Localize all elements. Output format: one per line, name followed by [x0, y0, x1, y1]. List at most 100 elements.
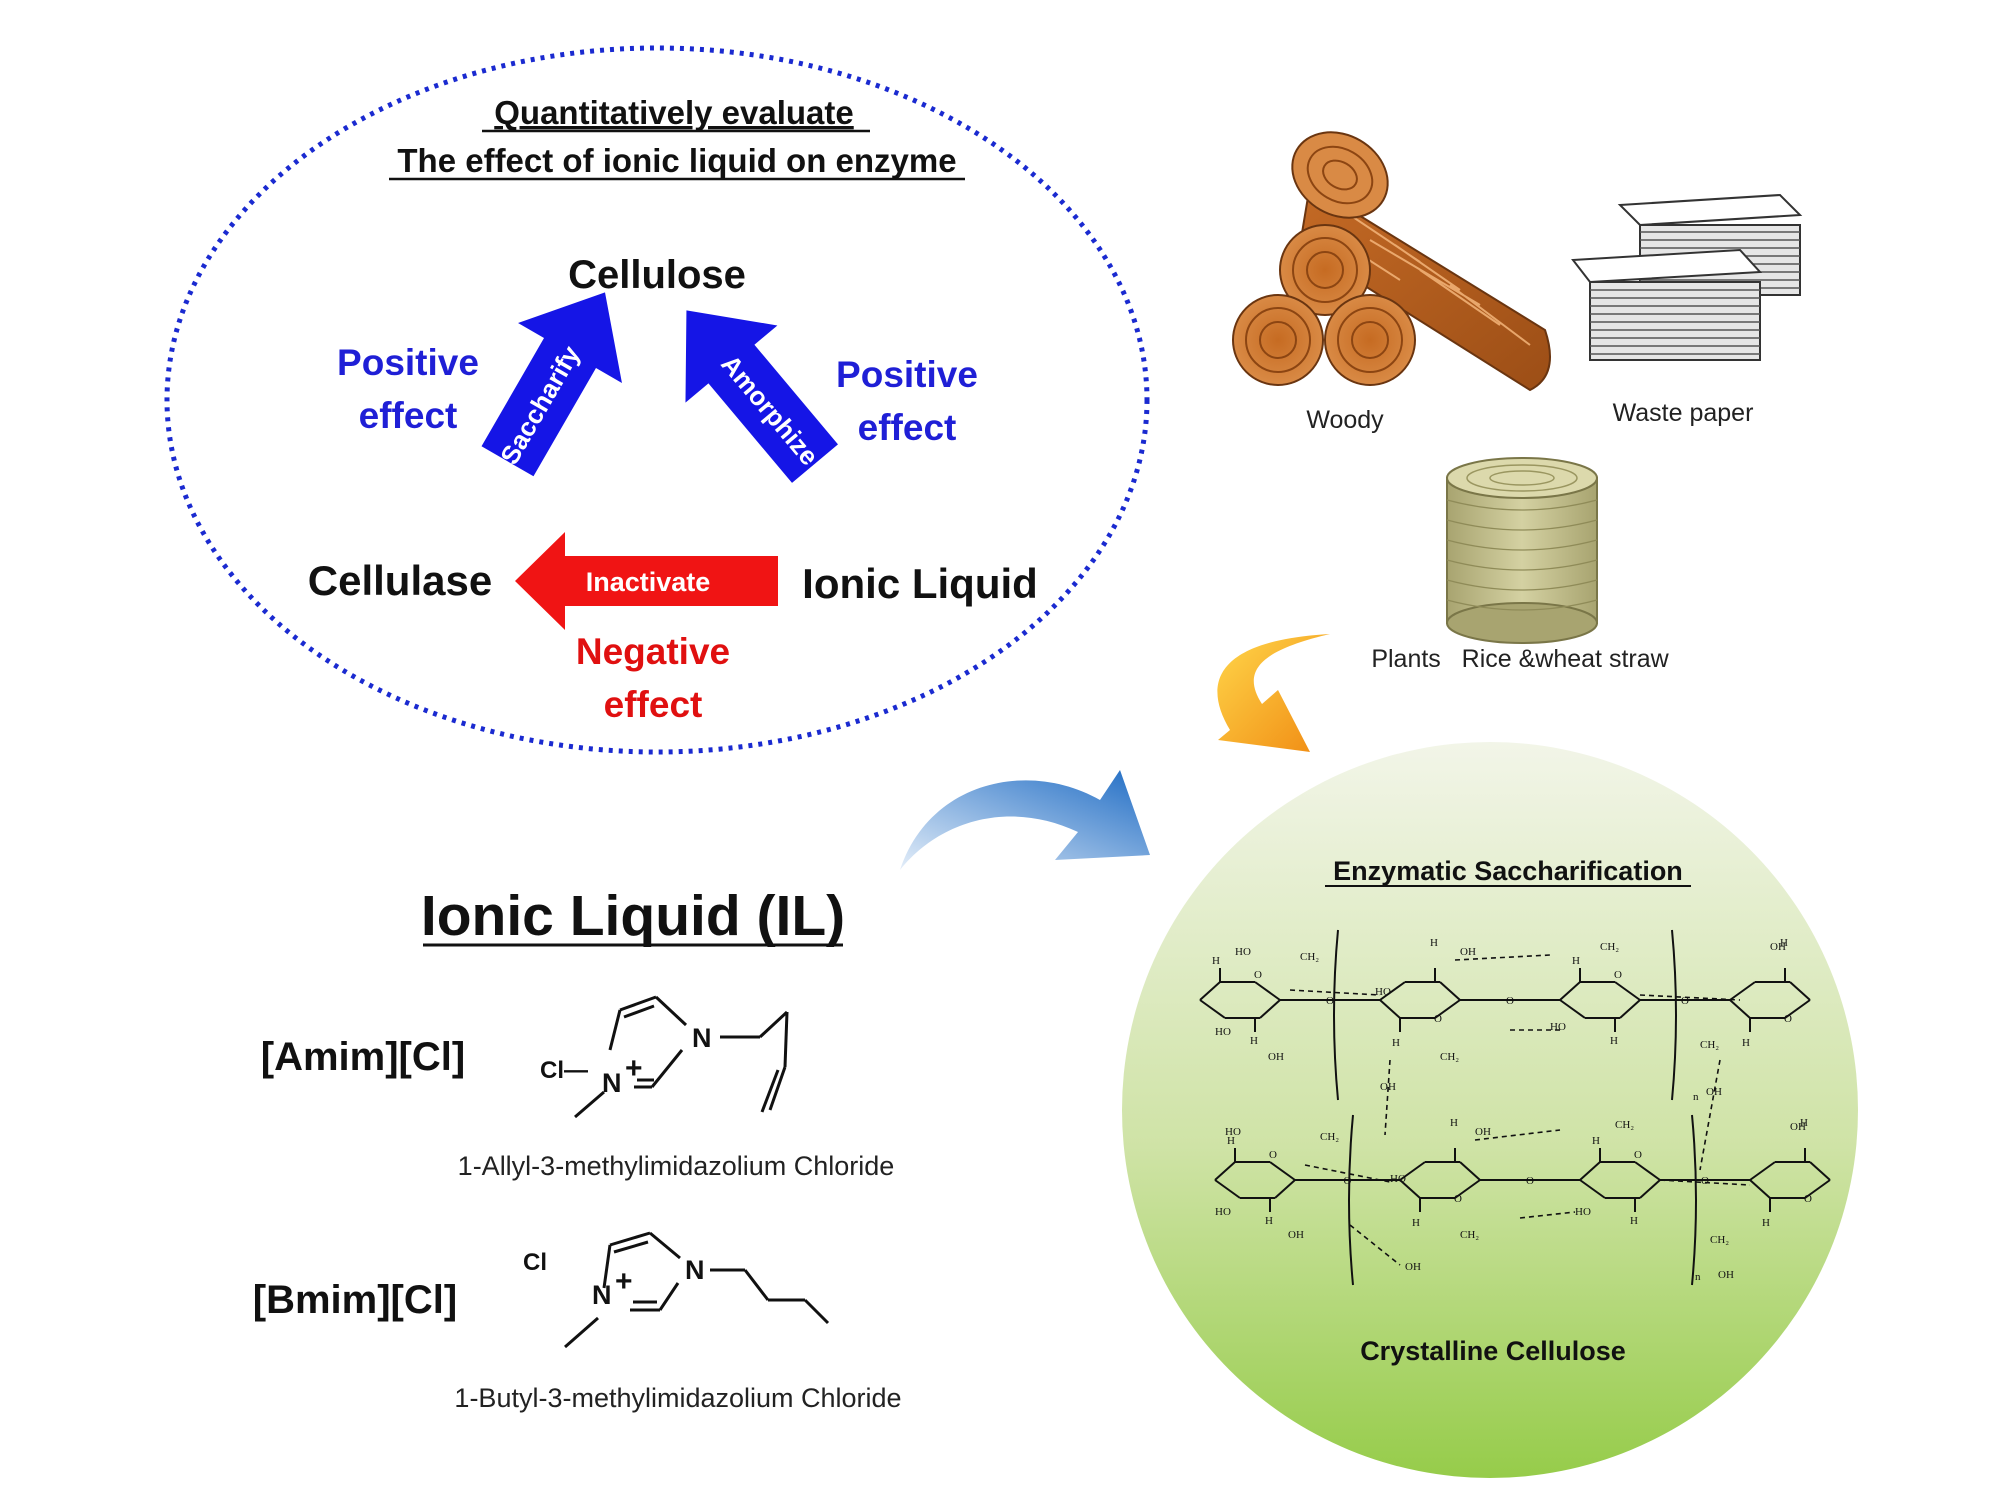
bond-line — [1214, 1179, 1241, 1199]
atom-label-o: O — [1506, 995, 1514, 1007]
atom-label-h: H — [1212, 955, 1220, 967]
bond-line — [1634, 1161, 1661, 1181]
atom-label-ch2: CH₂ — [1700, 1039, 1719, 1051]
bond-line — [1789, 981, 1811, 1001]
paper-stack-front-icon — [1571, 248, 1763, 361]
bmim-name: 1-Butyl-3-methylimidazolium Chloride — [454, 1383, 901, 1413]
atom-label-oh: OH — [1706, 1086, 1722, 1098]
bond-line — [1809, 1161, 1831, 1181]
inactivate-arrow: Inactivate — [515, 532, 778, 630]
atom-label-h: H — [1450, 1117, 1458, 1129]
atom-label-o: O — [1614, 969, 1622, 981]
atom-label-oh: OH — [1475, 1126, 1491, 1138]
positive-effect-left-1: Positive — [337, 342, 479, 383]
atom-label-o: O — [1454, 1193, 1462, 1205]
evaluation-heading-line2: The effect of ionic liquid on enzyme — [397, 142, 956, 179]
atom-label-h: H — [1630, 1215, 1638, 1227]
atom-label-h: H — [1265, 1215, 1273, 1227]
bond-line — [1729, 999, 1751, 1019]
bond-line — [1214, 1161, 1236, 1181]
atom-label-h: H — [1800, 1117, 1808, 1129]
evaluation-panel: Quantitatively evaluate The effect of io… — [164, 45, 1150, 755]
atom-label-o: O — [1344, 1175, 1352, 1187]
bond-line — [1729, 981, 1756, 1001]
amim-n-plus-atom: N — [602, 1068, 622, 1098]
atom-label-h: H — [1412, 1217, 1420, 1229]
atom-label-ch2: CH₂ — [1710, 1234, 1729, 1246]
atom-label-oh: OH — [1268, 1051, 1284, 1063]
atom-label-n: n — [1695, 1271, 1701, 1283]
bond-line — [1639, 1179, 1661, 1199]
atom-label-oh: OH — [1770, 941, 1786, 953]
orange-curved-arrow — [1217, 634, 1330, 752]
crystalline-cellulose-caption: Crystalline Cellulose — [1360, 1336, 1626, 1366]
inactivate-label: Inactivate — [586, 567, 711, 597]
woody-label: Woody — [1306, 406, 1384, 434]
bmim-anion: Cl — [523, 1249, 547, 1276]
log-ends-icon — [1232, 224, 1416, 386]
atom-label-h: H — [1762, 1217, 1770, 1229]
repeat-bracket — [1671, 929, 1677, 1101]
atom-label-h: H — [1592, 1135, 1600, 1147]
atom-label-n: n — [1693, 1091, 1699, 1103]
bond-line — [1399, 1161, 1426, 1181]
positive-effect-right-2: effect — [858, 407, 957, 448]
log-icon — [1291, 131, 1551, 392]
waste-paper-label: Waste paper — [1613, 399, 1754, 427]
amim-anion: Cl— — [540, 1057, 588, 1084]
atom-label-ch2: CH₂ — [1600, 941, 1619, 953]
amorphize-arrow: Amorphize — [685, 310, 838, 483]
hydrogen-bond-line — [1349, 1224, 1401, 1266]
evaluation-heading-line1: Quantitatively evaluate — [494, 94, 853, 131]
atom-label-o: O — [1526, 1175, 1534, 1187]
ionic-liquid-title: Ionic Liquid (IL) — [421, 884, 845, 948]
bond-line — [1614, 981, 1641, 1001]
saccharification-title: Enzymatic Saccharification — [1333, 856, 1683, 886]
paper-stack-back-icon — [1617, 193, 1803, 296]
bond-line — [1559, 981, 1581, 1001]
atom-label-ho: HO — [1550, 1021, 1566, 1033]
bond-line — [1399, 1179, 1421, 1199]
atom-label-ho: HO — [1225, 1126, 1241, 1138]
atom-label-o: O — [1681, 995, 1689, 1007]
bond-line — [1619, 999, 1641, 1019]
atom-label-o: O — [1634, 1149, 1642, 1161]
positive-effect-right-1: Positive — [836, 354, 978, 395]
atom-label-ch2: CH₂ — [1615, 1119, 1634, 1131]
hydrogen-bond-line — [1454, 954, 1551, 961]
atom-label-ch2: CH₂ — [1440, 1051, 1459, 1063]
hydrogen-bond-line — [1699, 1059, 1721, 1171]
saccharification-panel: Enzymatic Saccharification OHHOHHOHHOHHO… — [1122, 742, 1858, 1478]
atom-label-o: O — [1326, 995, 1334, 1007]
atom-label-ho: HO — [1390, 1173, 1406, 1185]
hydrogen-bond-line — [1519, 1211, 1576, 1219]
bond-line — [1439, 981, 1461, 1001]
amim-abbrev: [Amim][Cl] — [261, 1035, 465, 1079]
atom-label-ch2: CH₂ — [1460, 1229, 1479, 1241]
atom-label-h: H — [1430, 937, 1438, 949]
repeat-bracket — [1333, 929, 1339, 1101]
amim-charge: + — [625, 1052, 643, 1085]
green-circle — [1122, 742, 1858, 1478]
atom-label-ch2: CH₂ — [1320, 1131, 1339, 1143]
atom-label-ho: HO — [1235, 946, 1251, 958]
bond-line — [1559, 999, 1586, 1019]
hydrogen-bond-line — [1659, 1179, 1751, 1186]
bond-line — [1254, 981, 1281, 1001]
bmim-n-plus-atom: N — [592, 1280, 612, 1310]
bmim-n-atom: N — [685, 1255, 705, 1285]
atom-label-h: H — [1572, 955, 1580, 967]
bond-line — [1454, 1179, 1481, 1199]
atom-label-oh: OH — [1460, 946, 1476, 958]
atom-label-o: O — [1269, 1149, 1277, 1161]
atom-label-h: H — [1742, 1037, 1750, 1049]
hydrogen-bond-line — [1639, 994, 1741, 1001]
atom-label-o: O — [1254, 969, 1262, 981]
bond-line — [1199, 999, 1226, 1019]
atom-label-o: O — [1784, 1013, 1792, 1025]
atom-label-ho: HO — [1575, 1206, 1591, 1218]
bond-line — [1269, 1161, 1296, 1181]
bond-line — [1459, 1161, 1481, 1181]
atom-label-o: O — [1434, 1013, 1442, 1025]
